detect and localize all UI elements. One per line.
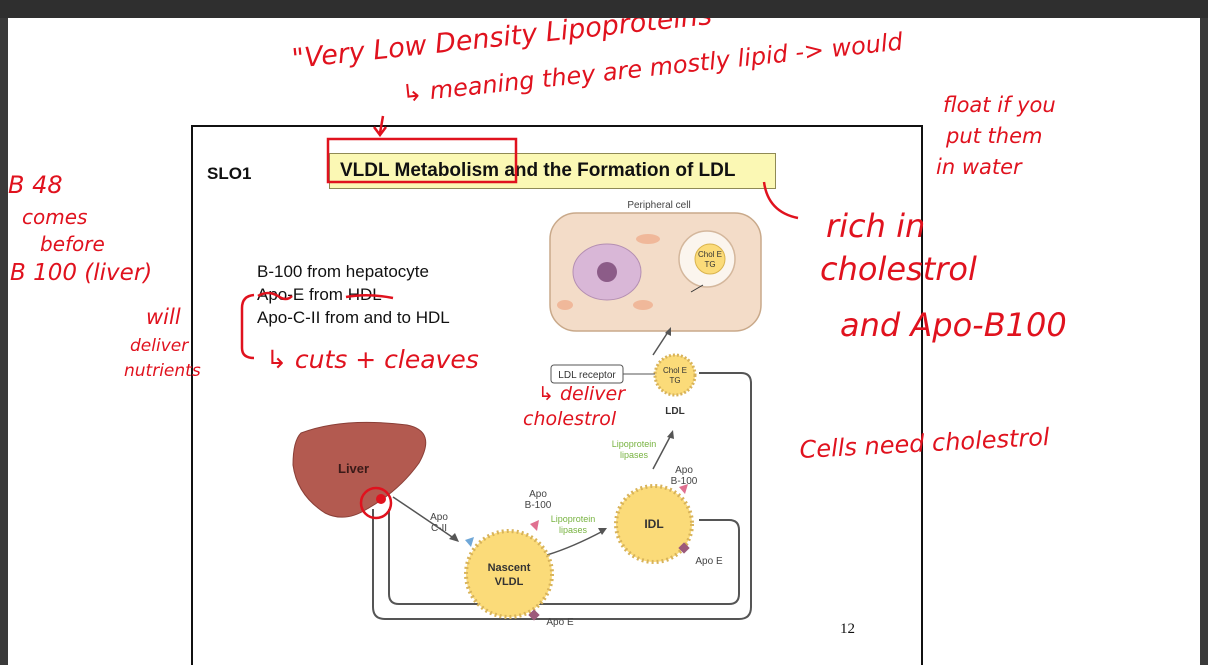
idl-apoe-marker	[678, 542, 690, 554]
hw-deliver: deliver	[130, 336, 189, 356]
vldl-label: VLDL	[495, 576, 524, 588]
hw-nutrients: nutrients	[124, 361, 201, 381]
cell-chol-e-label: Chol E	[698, 250, 722, 259]
hw-comes: comes	[22, 205, 87, 229]
idl-apoe-label: Apo E	[695, 556, 723, 567]
hw-before: before	[40, 232, 105, 256]
top-bar	[0, 0, 1208, 18]
hw-mostly-lipid: ↳ meaning they are mostly lipid -> would	[401, 27, 905, 108]
vldl-b100-marker	[530, 520, 539, 531]
idl-b100-marker	[679, 484, 688, 494]
hw-vldl-meaning: "Very Low Density Lipoproteins"	[290, 18, 725, 75]
slo-label: SLO1	[207, 164, 252, 183]
hw-will: will	[146, 305, 181, 329]
vldl-b100-label: B-100	[525, 500, 552, 511]
ldl-receptor-label: LDL receptor	[558, 370, 616, 381]
lipase-label-2b: lipases	[620, 450, 649, 460]
vldl-apo-cii-label: Apo	[430, 512, 448, 523]
hw-b48: B 48	[8, 171, 63, 199]
ldl-label: LDL	[665, 406, 684, 417]
lipase-label-1a: Lipoprotein	[551, 514, 596, 524]
idl-particle	[614, 484, 694, 564]
peripheral-cell-label: Peripheral cell	[627, 200, 690, 211]
note-line: B-100 from hepatocyte	[257, 262, 429, 281]
hw-b100-liver: B 100 (liver)	[10, 260, 152, 286]
hw-in-water: in water	[936, 155, 1023, 179]
idl-b100-label: B-100	[671, 476, 698, 487]
return-loop-outer	[372, 372, 752, 620]
peripheral-cell: Chol E TG	[549, 212, 762, 332]
ldl-chol-e-label: Chol E	[663, 366, 687, 375]
nascent-vldl-particle	[464, 529, 554, 619]
idl-apo-label: Apo	[675, 465, 693, 476]
slide-notes: B-100 from hepatocyte Apo-E from HDL Apo…	[257, 260, 450, 329]
nascent-label: Nascent	[488, 562, 531, 574]
slide: SLO1 VLDL Metabolism and the Formation o…	[191, 125, 923, 665]
ldl-particle	[653, 353, 697, 397]
vldl-cii-label: C-II	[431, 523, 447, 534]
vldl-cii-marker	[465, 537, 474, 547]
vldl-apo-label: Apo	[529, 489, 547, 500]
note-line: Apo-C-II from and to HDL	[257, 308, 450, 327]
vldl-apoe-marker	[528, 609, 540, 621]
vldl-apoe-label: Apo E	[546, 617, 574, 628]
liver-label: Liver	[338, 461, 369, 476]
ldl-tg-label: TG	[669, 376, 680, 385]
idl-label: IDL	[644, 517, 663, 531]
lipase-label-1b: lipases	[559, 525, 588, 535]
cell-tg-label: TG	[704, 260, 715, 269]
page-number: 12	[840, 621, 855, 637]
hw-float: float if you	[943, 93, 1056, 117]
return-loop-inner	[388, 509, 740, 605]
document-page: SLO1 VLDL Metabolism and the Formation o…	[8, 18, 1200, 665]
hw-put-them: put them	[945, 124, 1042, 148]
vldl-diagram: Chol E TG Peripheral cell Liver	[292, 200, 762, 628]
lipase-label-2a: Lipoprotein	[612, 439, 657, 449]
